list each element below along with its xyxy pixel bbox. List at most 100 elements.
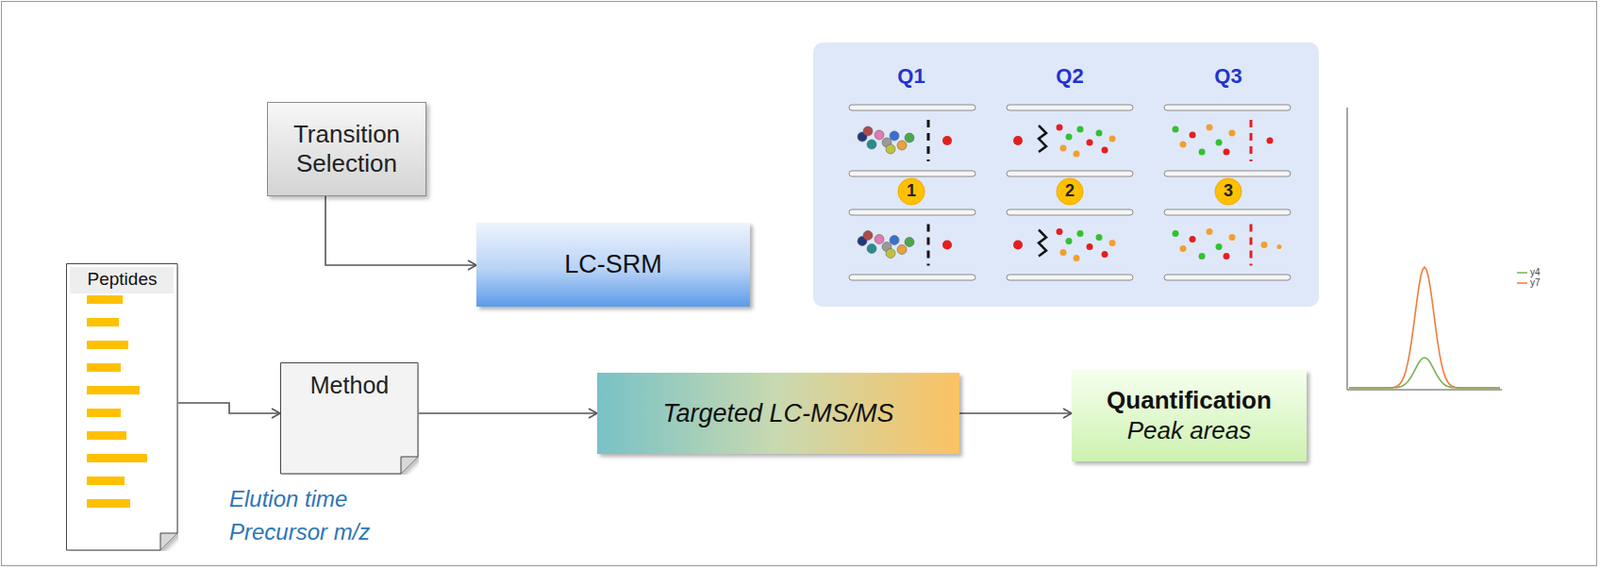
ion-dot — [889, 235, 900, 246]
document-shape: Method — [280, 362, 419, 475]
collision-zigzag — [1038, 125, 1047, 152]
document-outline — [66, 263, 179, 551]
callout-number: 2 — [1058, 181, 1082, 201]
ion-dot — [904, 133, 915, 143]
node-text: Method — [310, 371, 389, 400]
fragment-dot — [1229, 130, 1236, 137]
process-box: Transition Selection — [266, 101, 427, 197]
quadrupole-rod — [849, 104, 976, 111]
peptide-bar — [86, 408, 121, 417]
fragment-dot — [1206, 228, 1214, 235]
fragment-dot — [1216, 139, 1223, 147]
stage-label: Q3 — [1214, 64, 1242, 89]
fragment-dot — [1096, 233, 1103, 241]
fragment-dot — [1199, 149, 1206, 156]
peak-trace — [1349, 266, 1500, 388]
fragment-dot — [1086, 139, 1094, 147]
quadrupole-panel — [813, 42, 1319, 307]
quadrupole-rod — [1164, 104, 1291, 111]
fragment-dot — [1077, 230, 1084, 237]
fragment-dot — [1216, 243, 1223, 250]
callout-badge — [1215, 178, 1242, 205]
node-text: Targeted LC-MS/MS — [662, 399, 894, 429]
quadrupole-rod — [1164, 274, 1291, 281]
peptide-bar — [86, 431, 127, 440]
fragment-dot — [1073, 254, 1081, 262]
stage-label: Q1 — [897, 64, 925, 89]
flow-arrow — [178, 402, 281, 414]
process-box: Targeted LC-MS/MS — [597, 372, 960, 454]
ion-dot — [866, 139, 877, 150]
legend-text: y4 — [1530, 266, 1541, 278]
peptide-bar — [86, 363, 121, 372]
fragment-dot — [1101, 250, 1109, 258]
fragment-dot — [1077, 126, 1084, 134]
annotation: Precursor m/z — [229, 518, 370, 546]
peptide-bar — [86, 385, 140, 395]
ion-dot — [1013, 240, 1023, 250]
fragment-dot — [1189, 235, 1197, 243]
fragment-dot — [1086, 243, 1094, 250]
filter-gate — [1250, 224, 1253, 267]
flow-arrow — [418, 412, 598, 415]
fragment-dot — [1096, 130, 1103, 137]
filter-gate — [927, 224, 931, 267]
legend-line — [1516, 282, 1528, 284]
fragment-dot — [1206, 124, 1214, 132]
quadrupole-rod — [849, 209, 976, 216]
fragment-dot — [1060, 249, 1067, 256]
fragment-dot — [1060, 145, 1067, 152]
document-body — [281, 363, 419, 475]
fragment-dot — [1277, 244, 1283, 250]
callout-number: 3 — [1216, 181, 1240, 201]
document-fold — [400, 456, 418, 474]
fragment-dot — [1172, 126, 1180, 134]
instrument-box: LC-SRM — [476, 222, 750, 307]
peptide-bar — [86, 317, 119, 327]
fragment-dot — [1189, 132, 1197, 139]
ion-dot — [866, 244, 877, 254]
callout-badge — [898, 178, 925, 205]
document-fold — [160, 533, 178, 550]
ion-dot — [874, 130, 884, 140]
peptide-bar — [86, 295, 123, 304]
quadrupole-rod — [1164, 170, 1291, 177]
flow-arrow — [959, 412, 1072, 415]
quadrupole-rod — [1006, 170, 1134, 177]
ion-dot — [889, 131, 900, 141]
peptide-bar — [86, 340, 129, 350]
fragment-dot — [1109, 135, 1117, 143]
ion-dot — [874, 234, 884, 245]
fragment-dot — [1180, 245, 1187, 252]
ion-dot — [942, 240, 952, 250]
filter-gate — [927, 119, 931, 162]
fragment-dot — [1229, 233, 1236, 241]
stage-label: Q2 — [1055, 64, 1084, 89]
chromatogram — [1347, 107, 1528, 390]
fragment-dot — [1261, 241, 1268, 249]
quadrupole-rod — [1006, 274, 1134, 281]
fragment-dot — [1266, 137, 1274, 145]
peptide-bar — [86, 453, 148, 463]
ion-dot — [885, 144, 896, 154]
result-box: QuantificationPeak areas — [1071, 369, 1307, 462]
ion-dot — [1013, 135, 1023, 146]
node-text: Quantification — [1106, 385, 1272, 416]
ion-dot — [863, 126, 873, 136]
quadrupole-rod — [1006, 209, 1134, 216]
fragment-dot — [1223, 149, 1231, 156]
quadrupole-rod — [849, 274, 976, 281]
fragment-dot — [1066, 237, 1073, 245]
legend-text: y7 — [1530, 277, 1541, 288]
document-header — [69, 266, 174, 294]
fragment-dot — [1066, 133, 1073, 141]
fragment-dot — [1223, 252, 1231, 260]
quadrupole-rod — [1006, 104, 1134, 111]
collision-zigzag — [1038, 230, 1047, 257]
document-shape: Peptides — [66, 263, 179, 551]
peak-trace — [1349, 357, 1500, 388]
fragment-dot — [1109, 239, 1117, 247]
node-text: Transition Selection — [267, 119, 426, 179]
